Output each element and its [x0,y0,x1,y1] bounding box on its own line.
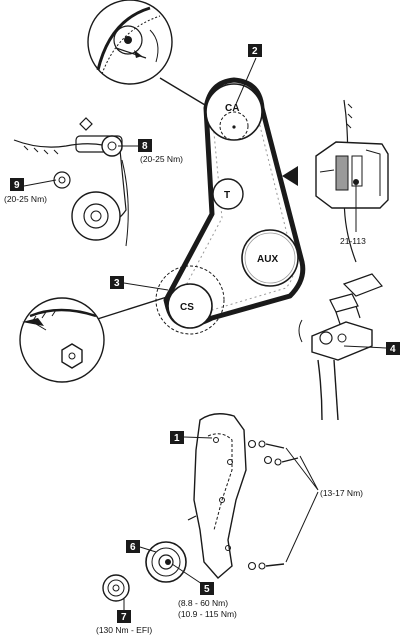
callout-9: 9 [10,178,24,191]
svg-text:5: 5 [204,584,210,595]
camshaft-mark-detail [87,0,173,85]
callout-5: 5 [200,582,214,595]
torque-label-7: (130 Nm - EFI) [96,625,152,635]
torque-label-5b: (10.9 - 115 Nm) [178,609,237,619]
tensioner-pulley: T [212,178,244,210]
svg-text:3: 3 [114,278,120,289]
svg-text:2: 2 [252,46,258,57]
cover-bolts [247,439,299,571]
callout-4: 4 [386,342,400,355]
crankshaft-sprocket [102,574,130,602]
torque-label-5a: (8.8 - 60 Nm) [178,598,228,608]
belt-direction-arrow-icon [282,166,298,186]
torque-label-8: (20-25 Nm) [140,154,183,164]
timing-belt-cover [187,413,247,579]
torque-label-bolts: (13-17 Nm) [320,488,363,498]
tensioner-pulley-label: T [224,190,230,201]
callout-7: 7 [117,610,131,623]
svg-text:8: 8 [142,141,148,152]
callout-1: 1 [170,431,184,444]
crank-mark-detail [19,297,105,383]
svg-text:4: 4 [390,344,396,355]
callout-6: 6 [126,540,140,553]
camshaft-pulley-label: CA [225,103,239,114]
auxiliary-pulley: AUX [241,229,299,287]
torque-label-9: (20-25 Nm) [4,194,47,204]
detail-leader-line [159,77,211,109]
tool-number-label: 21-113 [340,236,366,246]
tensioner-detail [13,117,129,247]
camshaft-pulley: CA [205,83,263,141]
svg-text:6: 6 [130,542,136,553]
crankshaft-pulley-label: CS [180,302,194,313]
camshaft-alignment-tool [315,99,389,263]
callout-2: 2 [248,44,262,57]
tensioner-tool-detail [298,273,383,421]
crank-mark-arrow-icon [22,318,44,326]
svg-text:7: 7 [121,612,127,623]
callout-8: 8 [138,139,152,152]
svg-text:1: 1 [174,433,180,444]
callout-3: 3 [110,276,124,289]
auxiliary-pulley-label: AUX [257,254,278,265]
svg-text:9: 9 [14,180,20,191]
crankshaft-drive-pulley [145,541,187,583]
